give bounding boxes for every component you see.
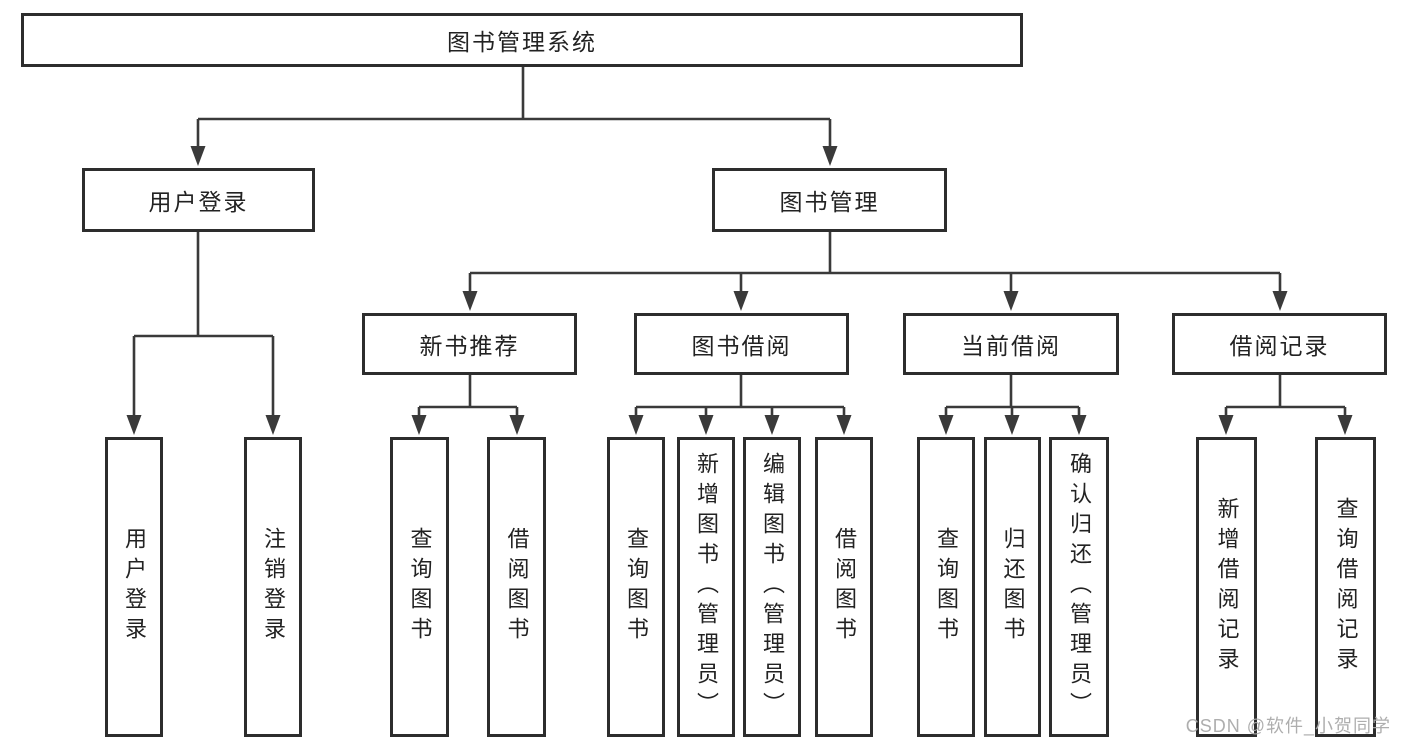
node-label: 图书借阅 <box>691 333 792 359</box>
leaf-query-borrow-record: 查询借阅记录 <box>1315 437 1376 737</box>
node-label: 查询图书 <box>624 527 649 647</box>
leaf-borrow-books-1: 借阅图书 <box>487 437 546 737</box>
node-new-book-recommend: 新书推荐 <box>362 313 577 375</box>
node-label: 查询图书 <box>934 527 959 647</box>
node-label: 图书管理 <box>779 189 880 215</box>
node-borrowing-records: 借阅记录 <box>1172 313 1387 375</box>
leaf-add-borrow-record: 新增借阅记录 <box>1196 437 1257 737</box>
node-label: 借阅图书 <box>832 527 857 647</box>
node-label: 归还图书 <box>1000 527 1026 647</box>
node-label: 借阅记录 <box>1229 333 1330 359</box>
node-label: 查询图书 <box>407 527 433 647</box>
node-label: 注销登录 <box>261 527 286 647</box>
leaf-add-books-admin: 新增图书（管理员） <box>677 437 735 737</box>
node-label: 借阅图书 <box>504 527 530 647</box>
leaf-query-books-3: 查询图书 <box>917 437 975 737</box>
node-library-management-system: 图书管理系统 <box>21 13 1023 67</box>
node-label: 图书管理系统 <box>447 29 597 55</box>
csdn-watermark: CSDN @软件_小贺同学 <box>1185 716 1391 736</box>
leaf-confirm-return-admin: 确认归还（管理员） <box>1049 437 1109 737</box>
leaf-return-books: 归还图书 <box>984 437 1041 737</box>
node-label: 新增借阅记录 <box>1214 497 1240 677</box>
arrowheads <box>126 146 1353 435</box>
node-user-login: 用户登录 <box>82 168 315 232</box>
leaf-borrow-books-2: 借阅图书 <box>815 437 873 737</box>
node-label: 确认归还（管理员） <box>1067 452 1092 722</box>
leaf-edit-books-admin: 编辑图书（管理员） <box>743 437 801 737</box>
leaf-user-login: 用户登录 <box>105 437 163 737</box>
node-label: 用户登录 <box>122 527 147 647</box>
node-book-borrowing: 图书借阅 <box>634 313 849 375</box>
node-label: 编辑图书（管理员） <box>760 452 785 722</box>
node-label: 用户登录 <box>148 189 249 215</box>
leaf-query-books-2: 查询图书 <box>607 437 665 737</box>
node-label: 查询借阅记录 <box>1333 497 1359 677</box>
node-label: 新增图书（管理员） <box>694 452 719 722</box>
leaf-logout: 注销登录 <box>244 437 302 737</box>
node-current-borrowing: 当前借阅 <box>903 313 1119 375</box>
node-label: 新书推荐 <box>419 333 520 359</box>
leaf-query-books-1: 查询图书 <box>390 437 449 737</box>
node-label: 当前借阅 <box>961 333 1061 359</box>
node-book-management: 图书管理 <box>712 168 947 232</box>
